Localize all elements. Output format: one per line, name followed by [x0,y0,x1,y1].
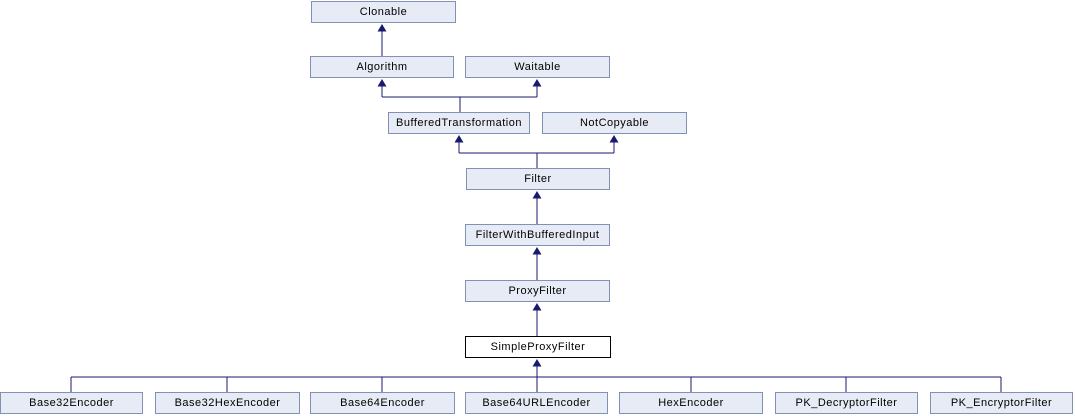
class-node-hexencoder[interactable]: HexEncoder [619,392,763,414]
class-node-notcopyable[interactable]: NotCopyable [542,112,687,134]
class-node-algorithm[interactable]: Algorithm [310,56,454,78]
class-node-pk-encryptorfilter[interactable]: PK_EncryptorFilter [930,392,1073,414]
class-node-base64urlencoder[interactable]: Base64URLEncoder [465,392,608,414]
class-node-filterwithbufferedinput[interactable]: FilterWithBufferedInput [465,224,610,246]
class-node-pk-decryptorfilter[interactable]: PK_DecryptorFilter [775,392,918,414]
class-node-simpleproxyfilter: SimpleProxyFilter [465,336,611,358]
class-node-waitable[interactable]: Waitable [465,56,610,78]
class-node-base32hexencoder[interactable]: Base32HexEncoder [155,392,300,414]
class-node-proxyfilter[interactable]: ProxyFilter [465,280,610,302]
class-node-filter[interactable]: Filter [466,168,610,190]
class-node-base64encoder[interactable]: Base64Encoder [310,392,455,414]
class-node-clonable[interactable]: Clonable [311,1,456,23]
class-node-bufferedtransformation[interactable]: BufferedTransformation [388,112,530,134]
class-node-base32encoder[interactable]: Base32Encoder [0,392,143,414]
